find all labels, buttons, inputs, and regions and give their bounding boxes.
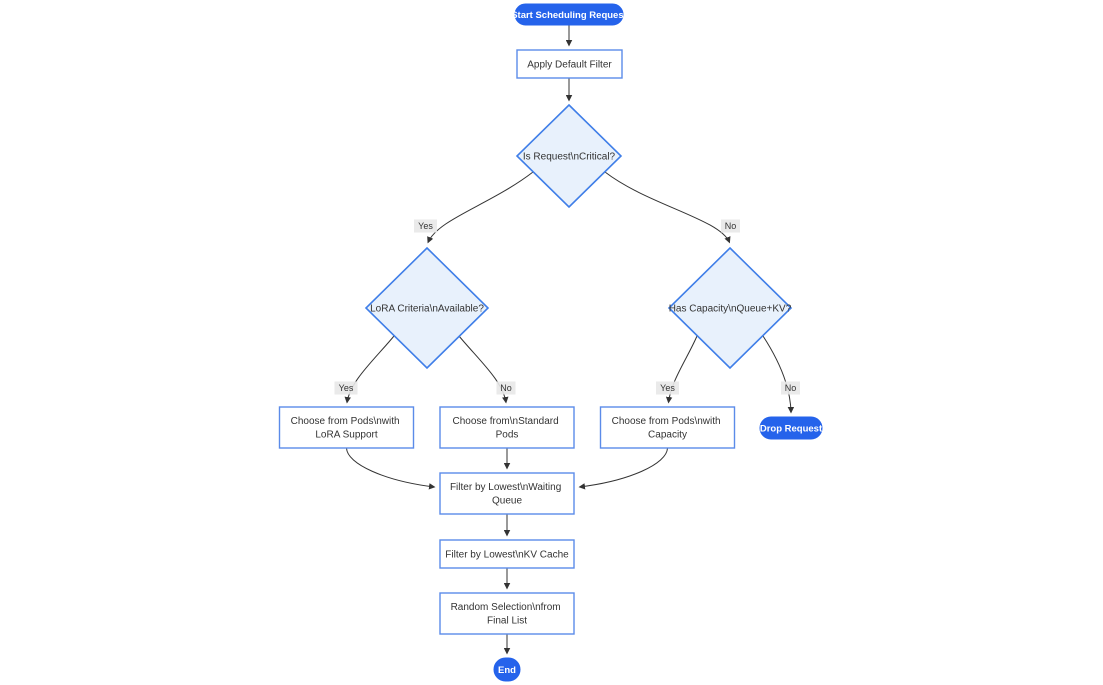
node-filter-kv: Filter by Lowest\nKV Cache xyxy=(439,539,575,569)
edge-label-critical-yes: Yes xyxy=(414,219,437,233)
drop-request-terminal-shape xyxy=(759,416,823,440)
node-drop-request-label: Drop Request xyxy=(760,424,823,435)
node-start: Start Scheduling Request xyxy=(511,3,628,26)
edge-is-critical-yes-to-lora xyxy=(427,171,534,244)
edge-capacity-yes-to-choose-capacity xyxy=(665,335,698,404)
edge-label-bg xyxy=(496,381,516,395)
node-apply-filter: Apply Default Filter xyxy=(516,49,623,79)
node-choose-lora-label: Choose from Pods\nwith LoRA Support xyxy=(291,416,403,441)
edge-labels-layer: Yes No Yes No Yes No xyxy=(334,219,800,395)
choose-lora-shape xyxy=(278,406,415,449)
node-choose-capacity-label: Choose from Pods\nwith Capacity xyxy=(612,416,724,441)
edge-label-bg xyxy=(781,381,800,395)
edge-label-text: No xyxy=(785,383,797,393)
edge-label-capacity-no: No xyxy=(781,381,800,395)
edge-lora-yes-to-choose-lora xyxy=(344,335,395,404)
node-has-capacity: Has Capacity\nQueue+KV? xyxy=(667,246,793,370)
choose-capacity-shape xyxy=(599,406,736,449)
edge-label-text: Yes xyxy=(418,221,433,231)
lora-available-decision-shape xyxy=(364,246,490,370)
filter-kv-shape xyxy=(439,539,575,569)
end-terminal-shape xyxy=(493,657,521,682)
node-start-label: Start Scheduling Request xyxy=(511,10,627,21)
edges-layer xyxy=(344,25,795,655)
edge-label-bg xyxy=(721,219,740,233)
edge-label-lora-yes: Yes xyxy=(334,381,358,395)
node-has-capacity-label: Has Capacity\nQueue+KV? xyxy=(669,304,792,315)
edge-label-text: Yes xyxy=(339,383,354,393)
node-is-critical: Is Request\nCritical? xyxy=(515,103,623,209)
node-is-critical-label: Is Request\nCritical? xyxy=(523,152,616,163)
node-choose-standard: Choose from\nStandard Pods xyxy=(439,406,575,449)
node-drop-request: Drop Request xyxy=(759,416,823,440)
node-end-label: End xyxy=(498,665,516,676)
apply-filter-shape xyxy=(516,49,623,79)
has-capacity-decision-shape xyxy=(667,246,793,370)
edge-choose-capacity-to-filter-queue xyxy=(578,447,668,490)
edge-label-lora-no: No xyxy=(496,381,516,395)
edge-choose-lora-to-filter-queue xyxy=(346,447,436,490)
node-choose-capacity: Choose from Pods\nwith Capacity xyxy=(599,406,736,449)
is-critical-decision-shape xyxy=(515,103,623,209)
edge-label-critical-no: No xyxy=(721,219,740,233)
node-choose-standard-label: Choose from\nStandard Pods xyxy=(453,416,562,441)
edge-label-text: No xyxy=(500,383,512,393)
edge-label-capacity-yes: Yes xyxy=(656,381,679,395)
edge-label-text: No xyxy=(725,221,737,231)
random-selection-shape xyxy=(439,592,575,635)
node-random-selection: Random Selection\nfrom Final List xyxy=(439,592,575,635)
edge-label-bg xyxy=(656,381,679,395)
node-filter-kv-label: Filter by Lowest\nKV Cache xyxy=(445,550,569,561)
node-lora-available: LoRA Criteria\nAvailable? xyxy=(364,246,490,370)
node-filter-queue-label: Filter by Lowest\nWaiting Queue xyxy=(450,482,564,507)
node-random-selection-label: Random Selection\nfrom Final List xyxy=(451,602,564,627)
edge-label-text: Yes xyxy=(660,383,675,393)
edge-lora-no-to-choose-standard xyxy=(458,335,509,404)
node-apply-filter-label: Apply Default Filter xyxy=(527,60,612,71)
choose-standard-shape xyxy=(439,406,575,449)
edge-label-bg xyxy=(334,381,358,395)
node-lora-available-label: LoRA Criteria\nAvailable? xyxy=(370,304,484,315)
node-end: End xyxy=(493,657,521,682)
edge-is-critical-no-to-capacity xyxy=(604,171,731,244)
edge-label-bg xyxy=(414,219,437,233)
node-filter-queue: Filter by Lowest\nWaiting Queue xyxy=(439,472,575,515)
start-terminal-shape xyxy=(514,3,624,26)
filter-queue-shape xyxy=(439,472,575,515)
node-choose-lora: Choose from Pods\nwith LoRA Support xyxy=(278,406,415,449)
nodes-layer: Start Scheduling Request Apply Default F… xyxy=(278,3,823,682)
edge-capacity-no-to-drop-request xyxy=(762,335,795,414)
